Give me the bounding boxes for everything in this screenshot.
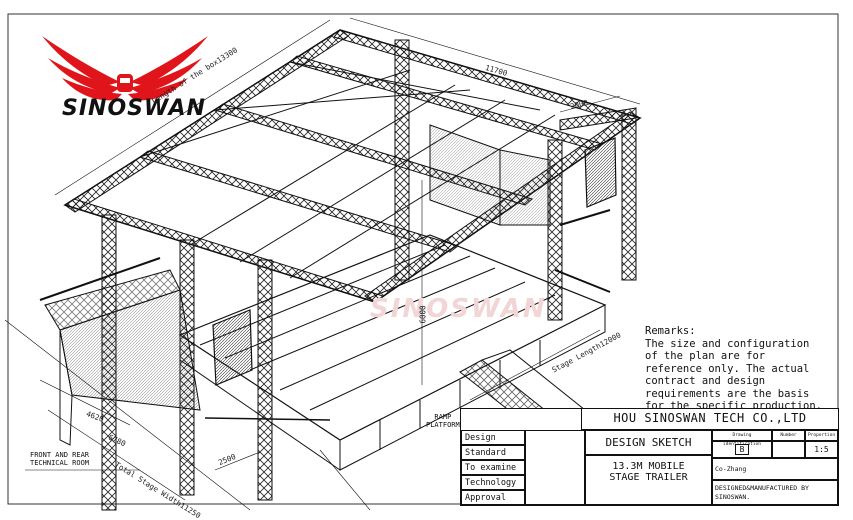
product-title: 13.3M MOBILE STAGE TRAILER <box>585 455 712 505</box>
row-examine: To examine <box>461 460 525 475</box>
col-identification: Drawing identification <box>712 430 772 447</box>
sheet-border <box>7 13 839 505</box>
designer-name: Co-Zhang <box>712 458 838 480</box>
row-approval: Approval <box>461 490 525 505</box>
sinoswan-logo-wings <box>42 36 208 101</box>
proportion-value: 1:5 <box>805 441 838 458</box>
brand-watermark: SINOSWAN <box>370 294 547 324</box>
manufacturer-note: DESIGNED&MANUFACTURED BY SINOSWAN. <box>712 480 838 505</box>
speaker-right <box>584 137 617 208</box>
number-value <box>772 441 805 458</box>
col-number: Number <box>772 430 805 441</box>
row-design: Design <box>461 430 525 445</box>
speaker-left <box>212 309 253 386</box>
ramp-platform-label: RAMP PLATFORM <box>426 413 460 429</box>
row-standard: Standard <box>461 445 525 460</box>
row-technology: Technology <box>461 475 525 490</box>
brand-name: SINOSWAN <box>62 96 206 121</box>
front-rear-label: FRONT AND REAR TECHNICAL ROOM <box>30 451 90 467</box>
col-proportion: Proportion <box>805 430 838 441</box>
title-block: HOU SINOSWAN TECH CO.,LTD Design Standar… <box>460 408 839 506</box>
drawing-title: DESIGN SKETCH <box>585 430 712 455</box>
remarks-heading: Remarks: <box>645 325 696 337</box>
company-name: HOU SINOSWAN TECH CO.,LTD <box>581 409 838 430</box>
remarks: Remarks: The size and configuration of t… <box>645 325 845 413</box>
identification-value: B <box>712 441 772 458</box>
dim-6000: 6000 <box>418 305 428 324</box>
